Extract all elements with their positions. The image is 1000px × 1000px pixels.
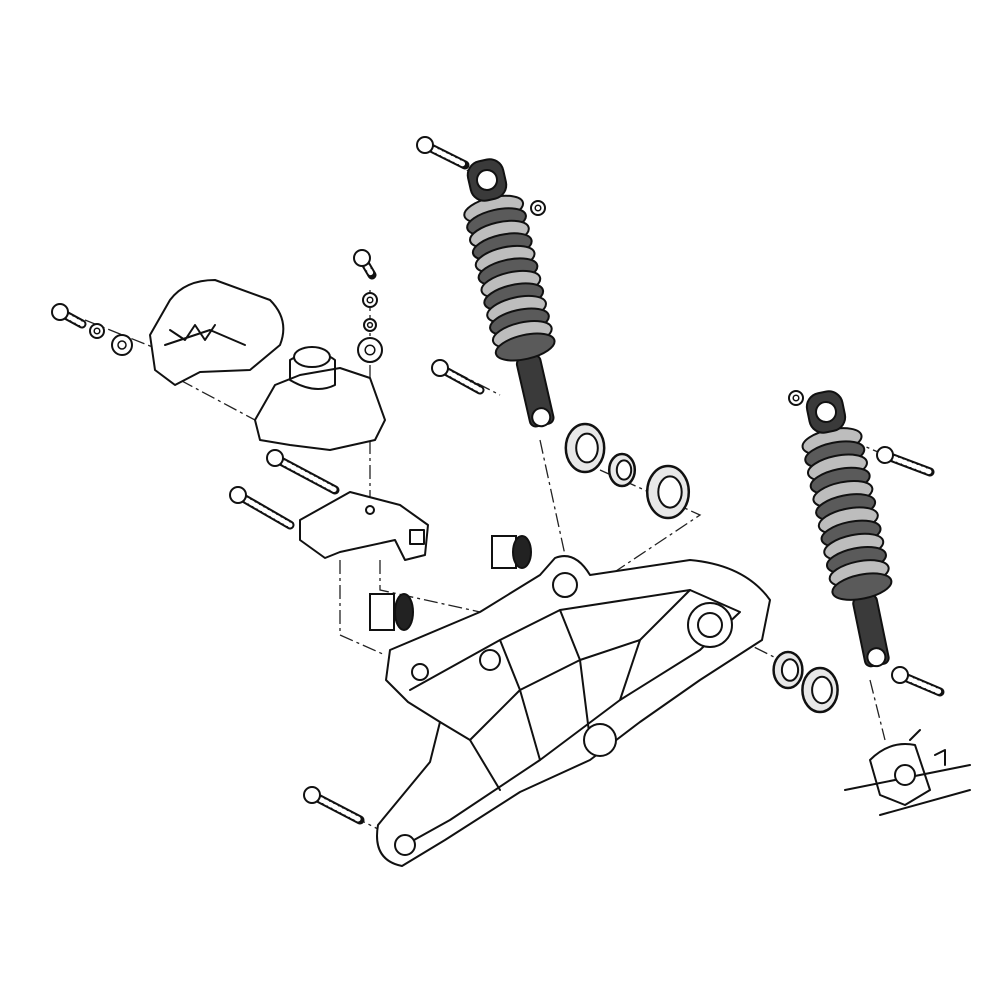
bearing-bore [575, 432, 599, 464]
shock-absorber [463, 158, 556, 428]
cover-housing [149, 279, 285, 386]
bushing-end [394, 593, 414, 631]
engine-mount-bracket [299, 491, 429, 561]
bearing-bore [811, 675, 833, 705]
upper-mount-eye [476, 169, 498, 191]
bearing-bore [657, 475, 683, 509]
nut-hole [366, 321, 374, 329]
bolt-head [876, 446, 894, 464]
bolt [51, 303, 87, 329]
swing-arm [376, 555, 771, 867]
bolt-thread [272, 455, 338, 493]
bolt-thread [309, 792, 363, 823]
bearing-bore [615, 459, 633, 481]
hardware [51, 136, 945, 825]
wheel-hub-fragment [844, 729, 971, 816]
bolt [303, 786, 365, 825]
nut-hole [366, 296, 374, 304]
shock-frame [801, 390, 893, 668]
bolt [876, 446, 935, 477]
bolt-head [303, 786, 321, 804]
upper-mount-eye [815, 401, 837, 423]
bolt [266, 449, 340, 495]
shock-absorbers [463, 158, 893, 668]
bushing-end [512, 535, 532, 569]
spring-coil [494, 332, 556, 362]
spring-coil [831, 572, 893, 601]
bushing-body [369, 593, 395, 631]
lower-mount-eye [866, 647, 887, 668]
nut-hole [792, 394, 800, 402]
lower-mount-eye [531, 407, 552, 428]
shock-absorber [801, 390, 893, 668]
bolt [891, 666, 945, 697]
bolt-thread [235, 492, 293, 528]
bolt [353, 249, 377, 280]
bolt-head [353, 249, 371, 267]
bolt [416, 136, 470, 170]
upper-bracket [254, 346, 386, 451]
bushing [369, 593, 414, 631]
bolt-head [51, 303, 69, 321]
bearing-bore [780, 658, 800, 682]
nut-hole [364, 344, 376, 356]
bolt-head [891, 666, 909, 684]
bolt-head [416, 136, 434, 154]
bolt [431, 359, 485, 395]
nut-hole [93, 327, 101, 335]
bolt [229, 486, 295, 530]
nut-hole [534, 204, 542, 212]
nut-hole [117, 340, 127, 350]
bushing [491, 535, 532, 569]
bolt-head [229, 486, 247, 504]
bolt-head [431, 359, 449, 377]
shock-frame [463, 158, 556, 428]
bolt-head [266, 449, 284, 467]
